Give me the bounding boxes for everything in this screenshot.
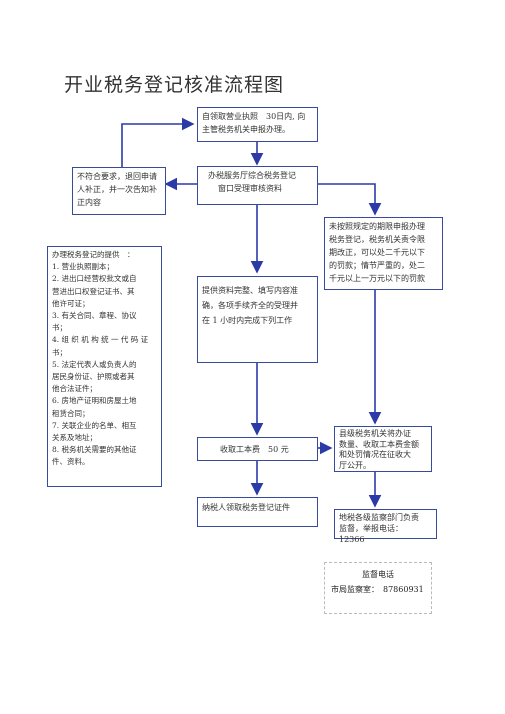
box-line: 1. 营业执照副本； <box>52 262 115 272</box>
box-line: 和处罚情况在征收大 <box>339 450 411 459</box>
supervision-box: 监督电话 市局监察室： 87860931 <box>324 562 432 614</box>
box-line: 3. 有关合同、章程、协议 <box>52 311 137 321</box>
box-penalty: 未按照规定的期限申报办理 税务登记，税务机关责令限 期改正，可以处二千元以下 的… <box>324 217 443 290</box>
box-line: 数量、收取工本费金额 <box>339 439 419 449</box>
box-line: 办税服务厅综合税务登记 <box>208 171 296 180</box>
box-line: 2. 进出口经营权批文或自 <box>52 274 137 284</box>
box-documents: 办理税务登记的提供 ： 1. 营业执照副本； 2. 进出口经营权批文或自 营进出… <box>47 246 162 487</box>
box-oversight: 地税各级监察部门负责 监督，举报电话： 12366 <box>334 509 437 544</box>
box-line: 自领取营业执照 30日内, 向 <box>202 112 306 121</box>
box-line: 纳税人领取税务登记证件 <box>202 503 290 512</box>
box-line: 8. 税务机关需要的其他证 <box>52 445 137 455</box>
box-line: 确，各项手续齐全的受理并 <box>202 301 298 310</box>
box-line: 期改正，可以处二千元以下 <box>329 248 425 257</box>
box-line: 书； <box>52 323 67 333</box>
box-line: 主管税务机关申报办理。 <box>202 125 290 134</box>
arrow-reject-to-start <box>121 117 195 167</box>
box-line: 人补正，并一次告知补 <box>77 185 157 194</box>
box-line: 提供资料完整、填写内容准 <box>202 286 298 295</box>
box-start: 自领取营业执照 30日内, 向 主管税务机关申报办理。 <box>197 107 318 142</box>
box-fee: 收取工本费 50 元 <box>197 437 318 461</box>
box-line: 县级税务机关将办证 <box>339 429 411 438</box>
box-line: 地税各级监察部门负责 <box>339 513 419 522</box>
box-line: 居民身份证、护照或者其 <box>52 372 135 382</box>
box-line: 件、资料。 <box>52 457 90 467</box>
box-line: 千元以上一万元以下的罚款 <box>329 274 425 283</box>
box-line: 不符合要求，退回申请 <box>77 172 157 181</box>
box-line: 税务登记，税务机关责令限 <box>329 235 425 244</box>
box-line: 办理税务登记的提供 ： <box>52 250 135 259</box>
box-reject: 不符合要求，退回申请 人补正，并一次告知补 正内容 <box>72 167 166 215</box>
box-line: 的罚款；情节严重的，处二 <box>329 261 425 270</box>
box-line: 他许可证； <box>52 298 90 308</box>
box-line: 窗口受理审核资料 <box>218 184 282 193</box>
box-line: 监督，举报电话： 12366 <box>339 524 407 544</box>
box-line: 未按照规定的期限申报办理 <box>329 222 425 231</box>
box-line: 租赁合同； <box>52 408 90 418</box>
box-line: 7. 关联企业的名单、相互 <box>52 420 137 430</box>
box-line: 营进出口权登记证书、其 <box>52 286 135 296</box>
box-line: 关系及地址； <box>52 433 97 443</box>
box-line: 5. 法定代表人或负责人的 <box>52 359 137 369</box>
box-line: 他合法证件； <box>52 384 97 394</box>
box-line: 正内容 <box>77 198 101 207</box>
box-line: 厅公开。 <box>339 460 371 470</box>
box-line: 在 1 小时内完成下列工作 <box>202 316 293 325</box>
supervision-phone: 市局监察室： 87860931 <box>331 585 424 594</box>
arrow-office-to-penalty <box>318 183 382 216</box>
box-office: 办税服务厅综合税务登记 窗口受理审核资料 <box>197 166 318 205</box>
box-line: 4. 组 织 机 构 统 一 代 码 证 <box>52 335 149 345</box>
box-provide: 提供资料完整、填写内容准 确，各项手续齐全的受理并 在 1 小时内完成下列工作 <box>197 276 318 363</box>
box-line: 书； <box>52 347 67 357</box>
box-certificate: 纳税人领取税务登记证件 <box>197 497 318 527</box>
box-publish: 县级税务机关将办证 数量、收取工本费金额 和处罚情况在征收大 厅公开。 <box>334 426 432 472</box>
box-line: 收取工本费 50 元 <box>220 445 289 454</box>
supervision-title: 监督电话 <box>362 570 394 579</box>
page-title: 开业税务登记核准流程图 <box>64 74 285 96</box>
box-line: 6. 房地产证明和房屋土地 <box>52 396 137 406</box>
